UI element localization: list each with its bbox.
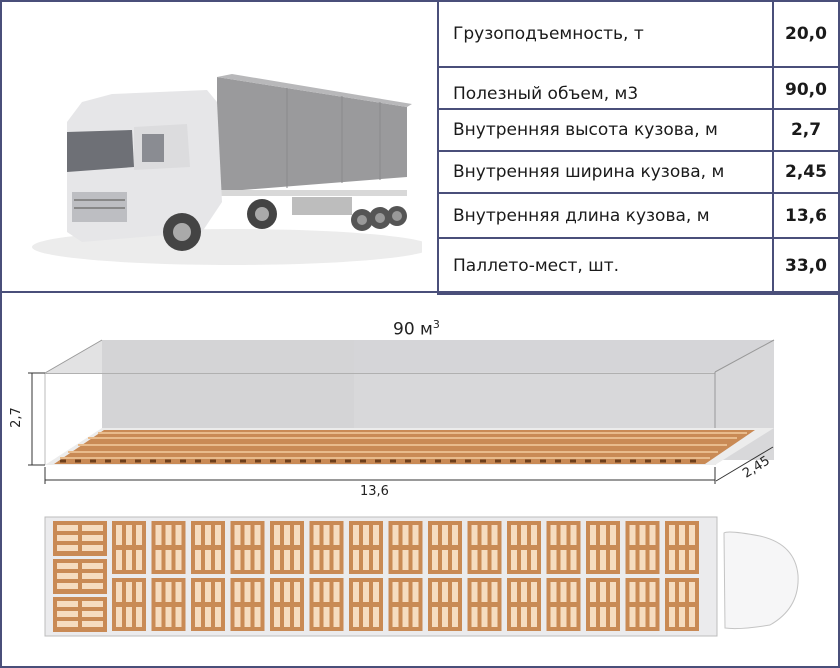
length-dimension-label: 13,6 <box>360 484 389 499</box>
spec-label: Внутренняя ширина кузова, м <box>437 150 774 194</box>
diagram-panel <box>0 291 840 668</box>
spec-label: Полезный объем, м3 <box>437 66 774 110</box>
truck-trailer-icon <box>32 74 422 265</box>
spec-value: 13,6 <box>772 192 840 239</box>
spec-value: 2,7 <box>772 108 840 152</box>
spec-row-pallets: Паллето-мест, шт. 33,0 <box>437 237 840 295</box>
spec-label: Внутренняя длина кузова, м <box>437 192 774 239</box>
spec-row-height: Внутренняя высота кузова, м 2,7 <box>437 108 840 152</box>
spec-row-volume: Полезный объем, м3 90,0 <box>437 66 840 110</box>
spec-row-width: Внутренняя ширина кузова, м 2,45 <box>437 150 840 194</box>
spec-label: Грузоподъемность, т <box>437 0 774 68</box>
spec-value: 90,0 <box>772 66 840 110</box>
spec-value: 2,45 <box>772 150 840 194</box>
spec-label: Внутренняя высота кузова, м <box>437 108 774 152</box>
spec-value: 20,0 <box>772 0 840 68</box>
truck-image-panel <box>0 0 439 293</box>
volume-label: 90 м3 <box>393 318 440 340</box>
spec-row-length: Внутренняя длина кузова, м 13,6 <box>437 192 840 239</box>
spec-table: Грузоподъемность, т 20,0 Полезный объем,… <box>437 0 840 295</box>
spec-value: 33,0 <box>772 237 840 295</box>
pallet-floor <box>54 430 755 464</box>
spec-label: Паллето-мест, шт. <box>437 237 774 295</box>
spec-row-capacity: Грузоподъемность, т 20,0 <box>437 0 840 68</box>
truck-cab-outline <box>723 531 799 630</box>
